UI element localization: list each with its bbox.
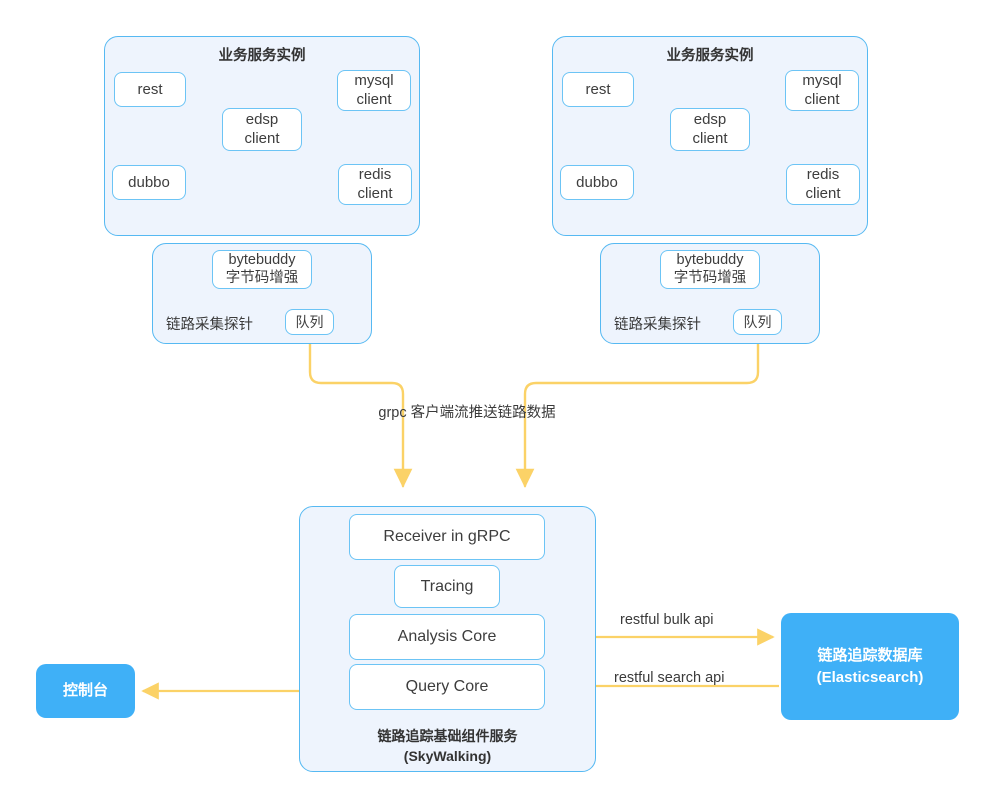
component-analysis-core[interactable]: Analysis Core [349, 614, 545, 660]
restful-bulk-api-label: restful bulk api [620, 612, 714, 628]
service-instance-title-2: 业务服务实例 [666, 48, 754, 64]
bytebuddy-line2: 字节码增强 [673, 269, 747, 286]
service-instance-title-1: 业务服务实例 [218, 48, 306, 64]
console-box[interactable]: 控制台 [36, 664, 135, 718]
bytebuddy-box-2[interactable]: bytebuddy 字节码增强 [660, 250, 760, 289]
component-query-core[interactable]: Query Core [349, 664, 545, 710]
node-mysql-client-line2: client [356, 90, 392, 108]
node-redis-client-line2: client [805, 184, 841, 202]
node-edsp-client-1[interactable]: edsp client [222, 108, 302, 151]
grpc-stream-label: grpc 客户端流推送链路数据 [378, 405, 556, 421]
bytebuddy-line1: bytebuddy [676, 251, 744, 268]
trace-database-box[interactable]: 链路追踪数据库 (Elasticsearch) [781, 613, 959, 720]
grpc-stream-arrows [308, 342, 760, 488]
trace-database-line1: 链路追踪数据库 [817, 646, 923, 664]
bytebuddy-line1: bytebuddy [228, 251, 296, 268]
bytebuddy-box-1[interactable]: bytebuddy 字节码增强 [212, 250, 312, 289]
node-mysql-client-line1: mysql [802, 72, 842, 90]
node-rest-1[interactable]: rest [114, 72, 186, 107]
node-redis-client-line1: redis [806, 166, 840, 184]
skywalking-title-line1: 链路追踪基础组件服务 [377, 728, 518, 744]
bytebuddy-line2: 字节码增强 [225, 269, 299, 286]
node-mysql-client-line2: client [804, 90, 840, 108]
skywalking-title-line2: (SkyWalking) [403, 748, 492, 765]
node-edsp-client-line1: edsp [693, 111, 727, 129]
probe-label-2: 链路采集探针 [614, 317, 701, 333]
node-edsp-client-2[interactable]: edsp client [670, 108, 750, 151]
node-dubbo-1[interactable]: dubbo [112, 165, 186, 200]
node-mysql-client-2[interactable]: mysql client [785, 70, 859, 111]
queue-box-1[interactable]: 队列 [285, 309, 334, 335]
node-redis-client-line1: redis [358, 166, 392, 184]
node-dubbo-2[interactable]: dubbo [560, 165, 634, 200]
node-mysql-client-1[interactable]: mysql client [337, 70, 411, 111]
skywalking-title: 链路追踪基础组件服务 (SkyWalking) [299, 726, 596, 767]
restful-search-api-label: restful search api [614, 670, 725, 686]
probe-label-1: 链路采集探针 [166, 317, 253, 333]
probe-panel-2 [600, 243, 820, 344]
node-redis-client-2[interactable]: redis client [786, 164, 860, 205]
queue-box-2[interactable]: 队列 [733, 309, 782, 335]
node-edsp-client-line2: client [692, 129, 728, 147]
node-mysql-client-line1: mysql [354, 72, 394, 90]
component-receiver-in-grpc[interactable]: Receiver in gRPC [349, 514, 545, 560]
node-edsp-client-line2: client [244, 129, 280, 147]
node-redis-client-line2: client [357, 184, 393, 202]
node-rest-2[interactable]: rest [562, 72, 634, 107]
node-redis-client-1[interactable]: redis client [338, 164, 412, 205]
node-edsp-client-line1: edsp [245, 111, 279, 129]
component-tracing[interactable]: Tracing [394, 565, 500, 608]
trace-database-line2: (Elasticsearch) [816, 668, 924, 686]
